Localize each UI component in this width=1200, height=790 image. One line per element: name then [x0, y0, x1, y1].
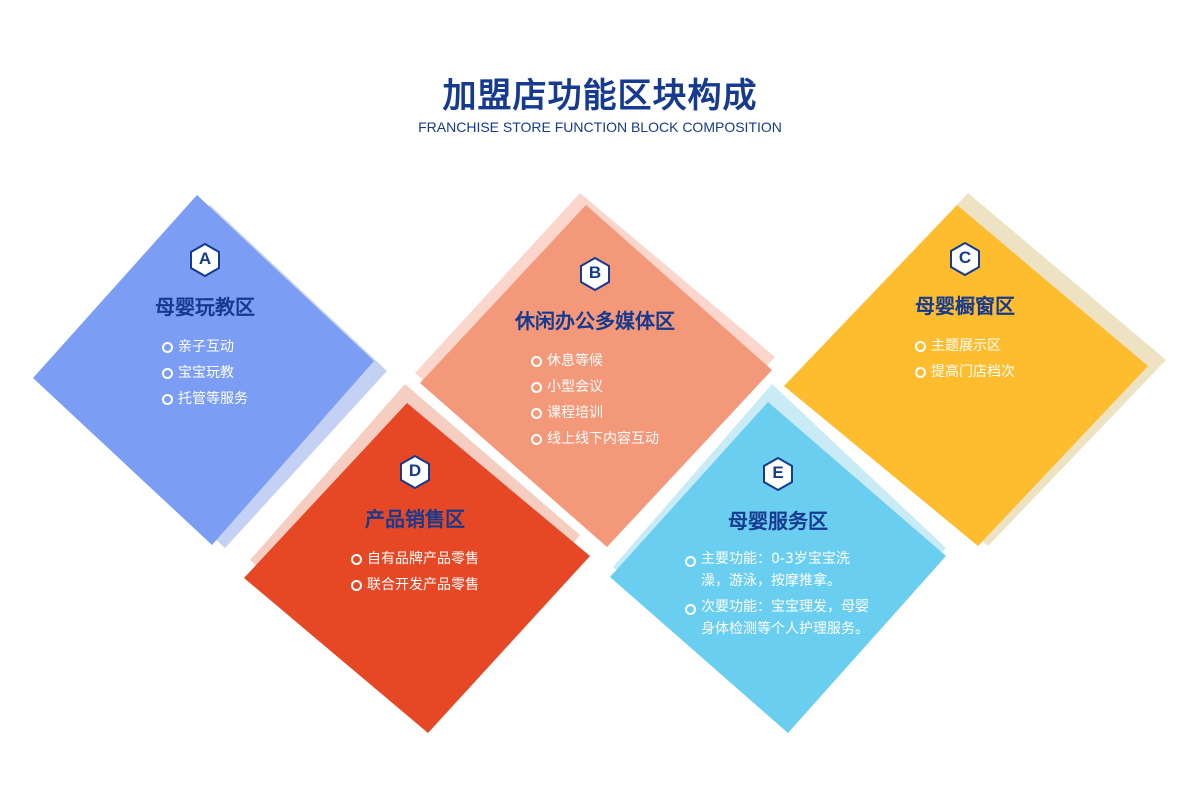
hexagon-icon: [580, 257, 610, 291]
circle-bullet-icon: [915, 367, 926, 378]
badge-c: C: [949, 242, 981, 276]
block-e: E 母婴服务区 主要功能：0-3岁宝宝洗澡，游泳，按摩推拿。 次要功能：宝宝理发…: [673, 457, 883, 644]
block-d-diamond: [244, 403, 590, 733]
list-item: 次要功能：宝宝理发，母婴身体检测等个人护理服务。: [685, 596, 871, 640]
circle-bullet-icon: [915, 341, 926, 352]
block-c: C 母婴橱窗区 主题展示区 提高门店档次: [880, 242, 1050, 385]
block-c-diamond: [784, 205, 1148, 546]
item-list: 亲子互动 宝宝玩教 托管等服务: [162, 334, 248, 412]
block-title: 母婴服务区: [728, 509, 828, 533]
hexagon-icon: [763, 457, 793, 491]
circle-bullet-icon: [531, 408, 542, 419]
block-title: 母婴玩教区: [155, 295, 255, 319]
hexagon-icon: [950, 242, 980, 276]
item-list: 主题展示区 提高门店档次: [915, 333, 1015, 385]
badge-a: A: [189, 243, 221, 277]
circle-bullet-icon: [162, 394, 173, 405]
list-item: 线上线下内容互动: [531, 426, 659, 452]
badge-letter: B: [588, 263, 602, 282]
circle-bullet-icon: [685, 604, 696, 615]
page-subtitle: FRANCHISE STORE FUNCTION BLOCK COMPOSITI…: [418, 119, 782, 135]
list-item: 宝宝玩教: [162, 360, 248, 386]
list-item: 主要功能：0-3岁宝宝洗澡，游泳，按摩推拿。: [685, 548, 871, 592]
list-item: 亲子互动: [162, 334, 248, 360]
block-b-diamond: [420, 205, 772, 547]
list-item: 小型会议: [531, 374, 659, 400]
badge-letter: E: [772, 463, 784, 482]
list-item: 托管等服务: [162, 386, 248, 412]
list-item: 课程培训: [531, 400, 659, 426]
item-list: 休息等候 小型会议 课程培训 线上线下内容互动: [531, 348, 659, 452]
block-a: A 母婴玩教区 亲子互动 宝宝玩教 托管等服务: [120, 243, 290, 412]
list-item: 提高门店档次: [915, 359, 1015, 385]
badge-letter: D: [408, 461, 422, 480]
circle-bullet-icon: [531, 382, 542, 393]
badge-e: E: [762, 457, 794, 491]
circle-bullet-icon: [685, 556, 696, 567]
block-d: D 产品销售区 自有品牌产品零售 联合开发产品零售: [320, 455, 510, 598]
block-e-diamond: [610, 402, 946, 733]
hexagon-icon: [190, 243, 220, 277]
badge-letter: C: [958, 248, 972, 267]
badge-letter: A: [198, 249, 212, 268]
page-title: 加盟店功能区块构成: [442, 76, 758, 116]
badge-d: D: [399, 455, 431, 489]
badge-b: B: [579, 257, 611, 291]
list-item: 自有品牌产品零售: [351, 546, 479, 572]
block-title: 产品销售区: [365, 507, 465, 531]
list-item: 联合开发产品零售: [351, 572, 479, 598]
item-list: 自有品牌产品零售 联合开发产品零售: [351, 546, 479, 598]
circle-bullet-icon: [531, 434, 542, 445]
hexagon-icon: [400, 455, 430, 489]
block-a-diamond: [33, 195, 374, 545]
circle-bullet-icon: [531, 356, 542, 367]
block-title: 休闲办公多媒体区: [515, 309, 675, 333]
circle-bullet-icon: [162, 368, 173, 379]
list-item: 休息等候: [531, 348, 659, 374]
list-item: 主题展示区: [915, 333, 1015, 359]
circle-bullet-icon: [351, 554, 362, 565]
circle-bullet-icon: [351, 580, 362, 591]
block-title: 母婴橱窗区: [915, 294, 1015, 318]
circle-bullet-icon: [162, 342, 173, 353]
block-b: B 休闲办公多媒体区 休息等候 小型会议 课程培训 线上线下内容互动: [480, 257, 710, 452]
item-list: 主要功能：0-3岁宝宝洗澡，游泳，按摩推拿。 次要功能：宝宝理发，母婴身体检测等…: [685, 548, 871, 644]
